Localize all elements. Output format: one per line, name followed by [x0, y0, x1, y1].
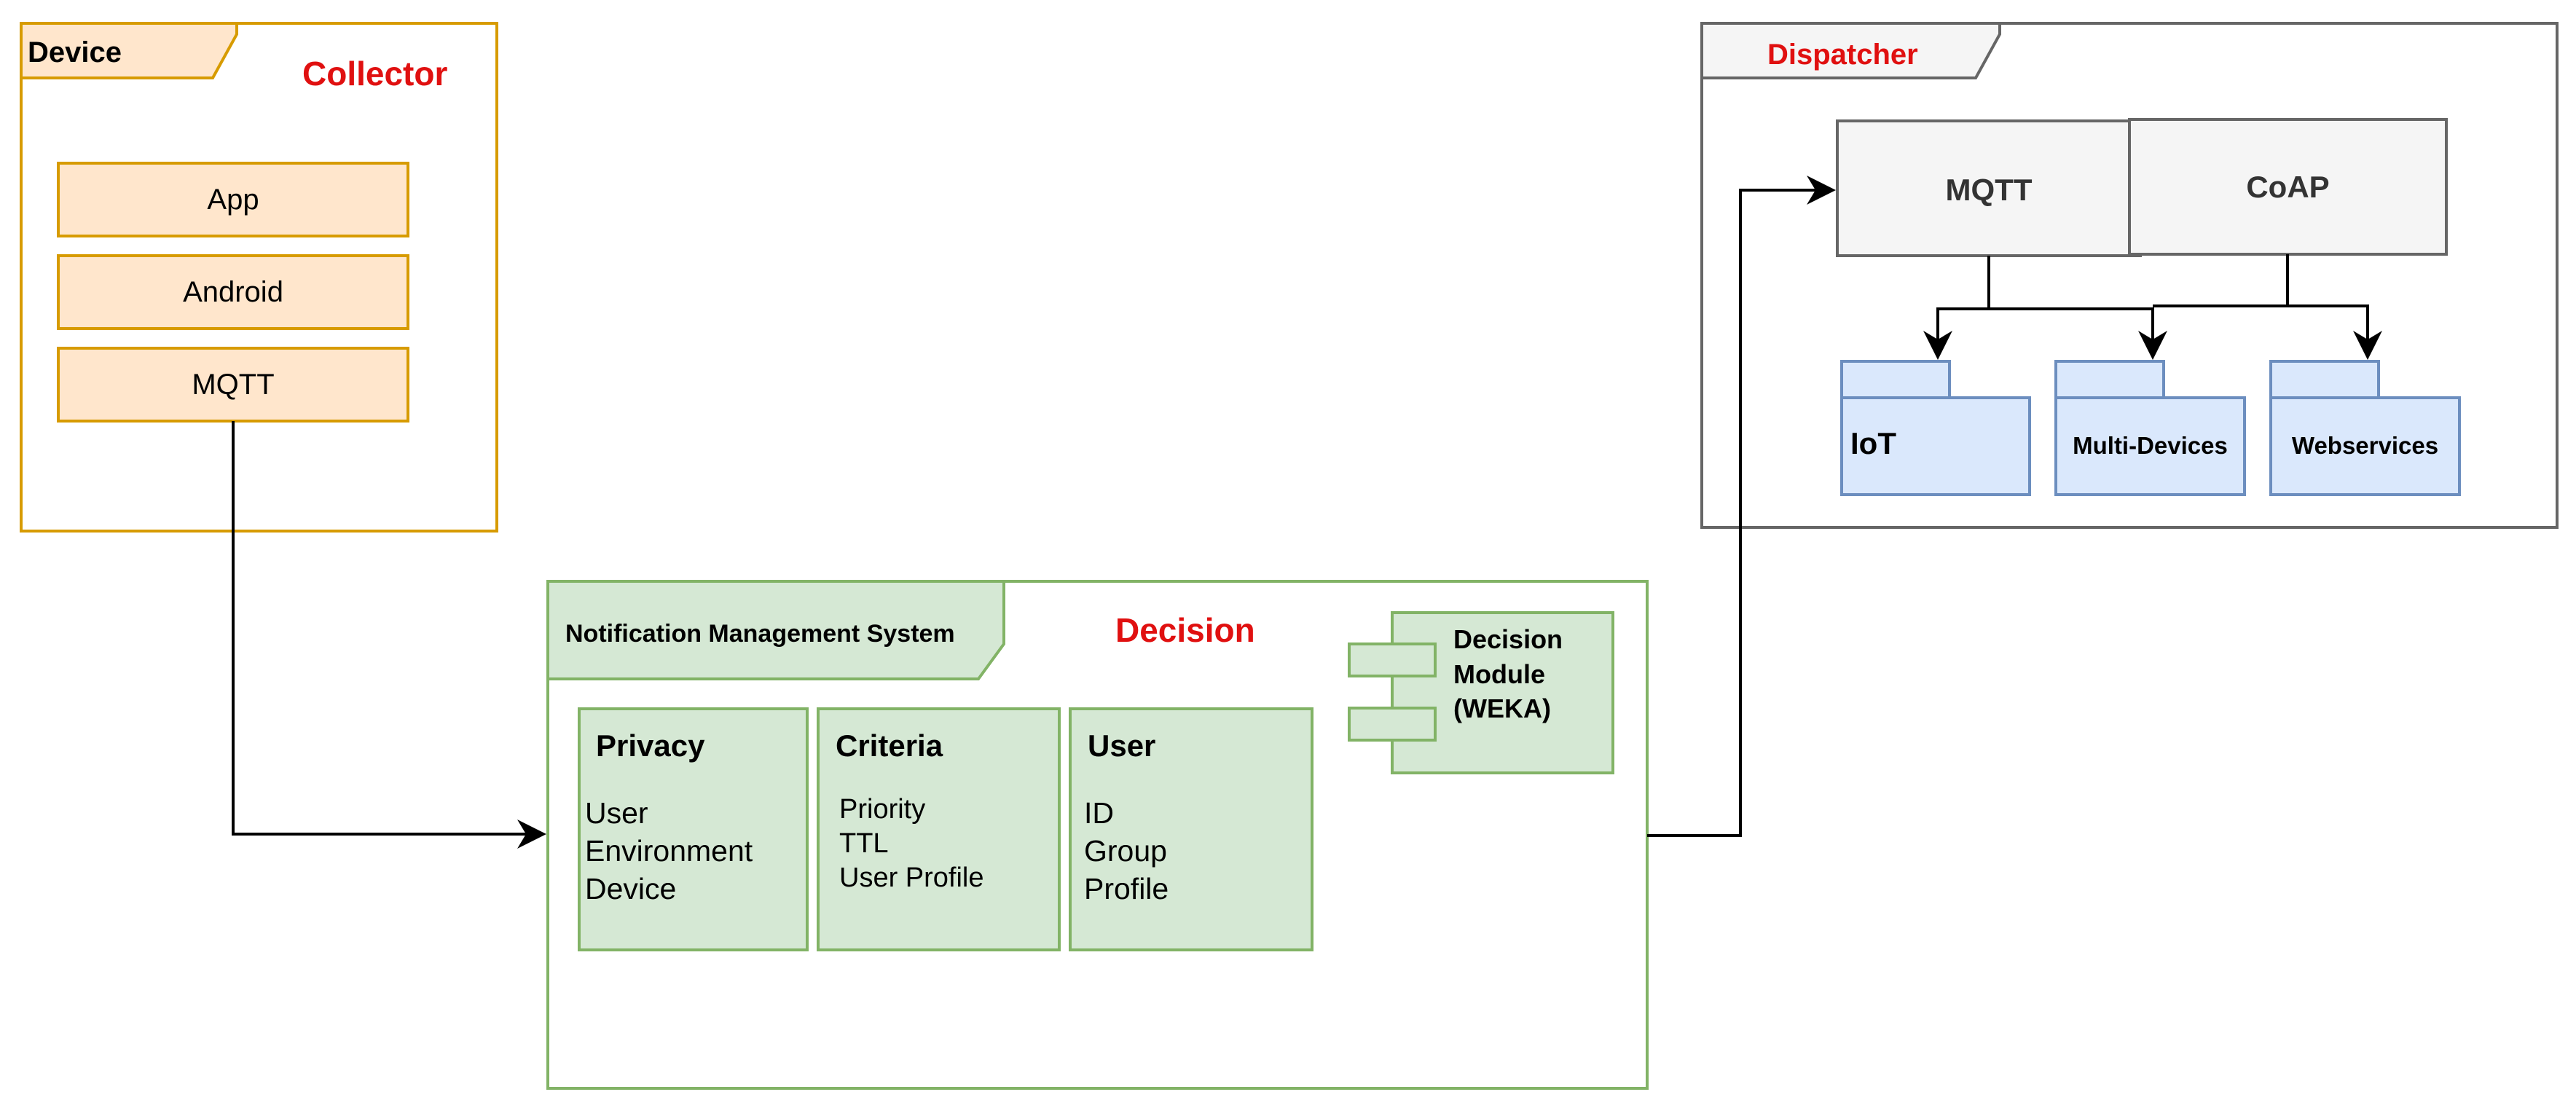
user-card	[1069, 707, 1313, 951]
collector-item-android-label: Android	[183, 276, 283, 308]
connector-mqtt-to-iot	[1923, 256, 1990, 360]
collector-item-app	[57, 162, 409, 237]
privacy-card-title: Privacy	[596, 728, 705, 763]
mqtt-protocol-label: MQTT	[1945, 173, 2033, 207]
connector-coap-to-webservices	[2286, 254, 2382, 360]
collector-tab	[20, 22, 238, 79]
coap-protocol-box	[2128, 118, 2448, 256]
iot-folder	[1840, 360, 2031, 496]
criteria-card	[817, 707, 1061, 951]
privacy-card	[578, 707, 809, 951]
component-port-top	[1348, 643, 1437, 677]
mqtt-protocol-box	[1836, 119, 2142, 257]
user-card-items: ID Group Profile	[1084, 796, 1169, 906]
decision-title: Decision	[1115, 611, 1255, 649]
collector-item-app-label: App	[207, 184, 259, 216]
user-card-title: User	[1088, 728, 1156, 763]
multi-devices-label: Multi-Devices	[2073, 432, 2228, 459]
collector-tab-label: Device	[28, 36, 122, 68]
criteria-card-title: Criteria	[836, 728, 943, 763]
connector-mqtt-to-multi-devices	[1989, 307, 2167, 360]
privacy-card-items: User Environment Device	[585, 796, 753, 906]
decision-module-component	[1391, 611, 1614, 774]
dispatcher-tab	[1700, 22, 2001, 79]
iot-label: IoT	[1850, 426, 1896, 460]
dispatcher-tab-label: Dispatcher	[1767, 39, 1918, 71]
collector-item-android	[57, 254, 409, 330]
webservices-label: Webservices	[2291, 432, 2439, 459]
connector-collector-to-decision	[232, 421, 546, 849]
collector-title: Collector	[302, 55, 448, 93]
multi-devices-folder	[2054, 360, 2246, 496]
component-port-bottom	[1348, 707, 1437, 742]
collector-item-mqtt-label: MQTT	[192, 369, 275, 401]
connector-decision-to-dispatcher	[1647, 176, 1836, 837]
decision-module-label: Decision Module (WEKA)	[1453, 624, 1563, 724]
decision-tab-label: Notification Management System	[565, 620, 955, 648]
decision-tab	[546, 580, 1005, 680]
criteria-card-items: Priority TTL User Profile	[839, 794, 984, 894]
coap-protocol-label: CoAP	[2246, 170, 2330, 204]
webservices-folder	[2269, 360, 2461, 496]
collector-item-mqtt	[57, 347, 409, 423]
